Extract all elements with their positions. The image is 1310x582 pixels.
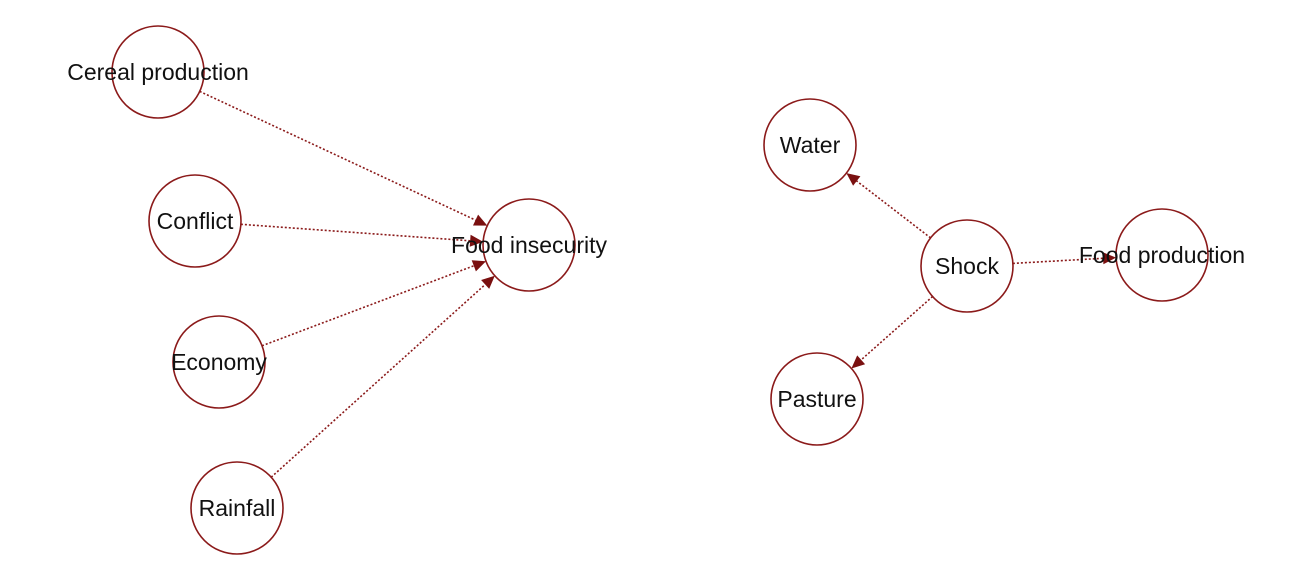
node-label: Rainfall — [199, 495, 276, 521]
edge-cereal-production-to-food-insecurity — [199, 90, 488, 226]
arrowhead — [469, 234, 484, 247]
node-circle — [111, 25, 205, 119]
node-label: Conflict — [157, 208, 234, 234]
node-circle — [172, 315, 266, 409]
nodes-layer: Cereal productionConflictEconomyRainfall… — [67, 25, 1245, 555]
edge-line — [199, 90, 476, 221]
edge-shock-to-water — [846, 173, 932, 239]
node-economy: Economy — [171, 315, 267, 409]
arrowhead — [851, 355, 866, 369]
arrowhead — [471, 260, 486, 272]
edge-shock-to-pasture — [851, 295, 934, 369]
node-water: Water — [763, 98, 857, 192]
arrowhead — [1102, 252, 1117, 265]
node-cereal-production: Cereal production — [67, 25, 249, 119]
edge-line — [1012, 257, 1104, 265]
arrowhead — [846, 173, 861, 186]
node-circle — [770, 352, 864, 446]
node-circle — [482, 198, 576, 292]
node-conflict: Conflict — [148, 174, 242, 268]
node-label: Cereal production — [67, 59, 249, 85]
node-circle — [920, 219, 1014, 313]
edge-shock-to-food-production — [1012, 252, 1117, 265]
edge-conflict-to-food-insecurity — [240, 223, 484, 247]
arrowhead — [481, 275, 495, 289]
node-shock: Shock — [920, 219, 1014, 313]
node-food-insecurity: Food insecurity — [451, 198, 607, 292]
edges-layer — [199, 90, 1117, 478]
node-label: Economy — [171, 349, 267, 375]
node-pasture: Pasture — [770, 352, 864, 446]
edge-economy-to-food-insecurity — [261, 260, 486, 347]
node-label: Water — [780, 132, 841, 158]
node-circle — [1115, 208, 1209, 302]
edge-line — [856, 180, 932, 239]
edge-line — [860, 295, 934, 361]
node-label: Food production — [1079, 242, 1245, 268]
node-rainfall: Rainfall — [190, 461, 284, 555]
edge-line — [240, 223, 471, 242]
node-label: Food insecurity — [451, 232, 607, 258]
node-circle — [190, 461, 284, 555]
node-food-production: Food production — [1079, 208, 1245, 302]
edge-rainfall-to-food-insecurity — [270, 275, 495, 478]
arrowhead — [473, 214, 488, 226]
node-label: Pasture — [777, 386, 856, 412]
edge-line — [261, 265, 475, 347]
edge-line — [270, 283, 486, 478]
node-circle — [148, 174, 242, 268]
node-label: Shock — [935, 253, 999, 279]
node-circle — [763, 98, 857, 192]
